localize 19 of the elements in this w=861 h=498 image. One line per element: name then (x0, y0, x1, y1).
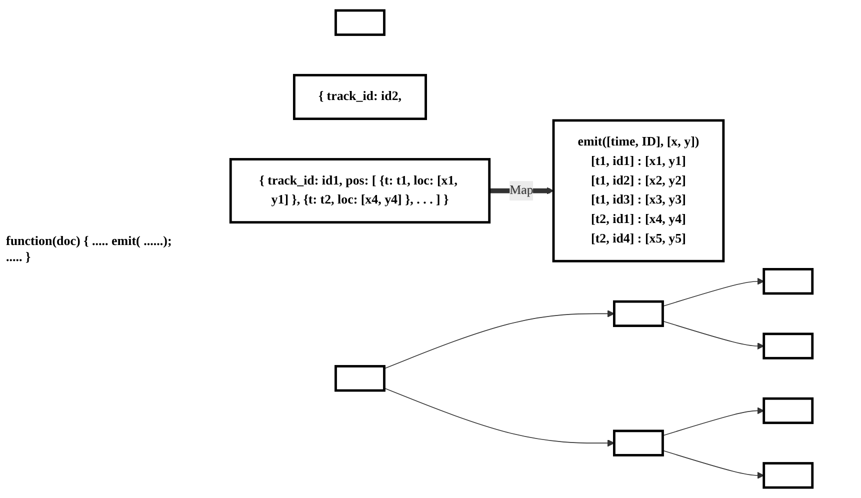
node-box (613, 430, 664, 456)
node-box: emit([time, ID], [x, y]) [t1, id1] : [x1, y1] [t1, id2] : [x2, y2] [t1, id3] : [x3, y3] [t2, id1] : [x4, y4] [t2, id4] : [x5, y5] (552, 119, 725, 262)
node-box (334, 9, 386, 36)
node-box: { track_id: id2, (292, 74, 427, 120)
node-box (762, 397, 814, 424)
arrow (384, 388, 615, 447)
arrow (662, 320, 764, 350)
node-box (762, 332, 814, 360)
code-note: function(doc) { ..... emit( ......); ..... } (6, 233, 173, 265)
arrow (662, 407, 764, 436)
arrow (384, 310, 615, 370)
node-box (762, 268, 814, 295)
node-box: { track_id: id1, pos: [ {t: t1, loc: [x1, y1] }, {t: t2, loc: [x4, y4] }, . . . ] } (229, 158, 491, 224)
edge-label: Map (510, 184, 534, 198)
node-box (334, 365, 386, 392)
arrow (662, 278, 764, 307)
node-box (762, 462, 814, 489)
arrow (662, 450, 764, 479)
node-box (613, 300, 664, 328)
